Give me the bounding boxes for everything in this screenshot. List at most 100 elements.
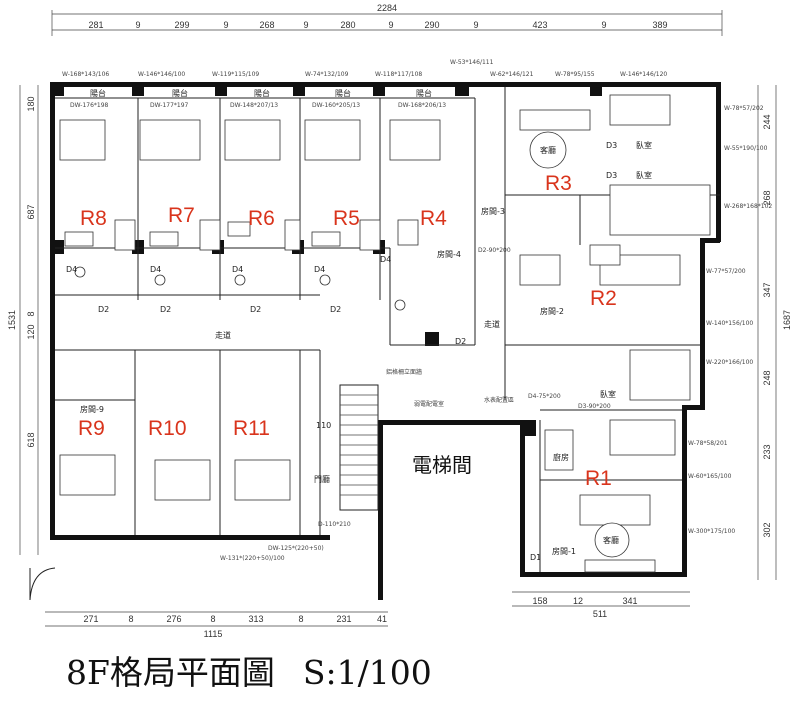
window-code: W-146*146/100 [138, 71, 185, 78]
door-code: D3 [606, 141, 617, 150]
dim-right: 233 [762, 444, 772, 459]
room-label-r5: R5 [333, 207, 360, 230]
balcony-door-codes: DW-176*198 DW-177*197 DW-148*207/13 DW-1… [70, 102, 446, 109]
electrical-room-label: 弱電配電室 [414, 400, 444, 408]
room-label-r8: R8 [80, 207, 107, 230]
window-code: W-62*146/121 [490, 71, 534, 78]
window-code: W-74*132/109 [305, 71, 349, 78]
dim-top: 423 [532, 20, 547, 30]
door-code: DW-177*197 [150, 102, 189, 109]
door-code: D2 [160, 305, 171, 314]
door-code: DW-125*(220+50) [268, 545, 324, 552]
dim-top: 280 [340, 20, 355, 30]
dim-top: 9 [473, 20, 478, 30]
dim-bottom: 8 [298, 614, 303, 624]
dim-bottom: 313 [248, 614, 263, 624]
door-code: D1 [530, 553, 541, 562]
room-label-r1: R1 [585, 467, 612, 490]
dim-top: 290 [424, 20, 439, 30]
window-code: W-118*117/108 [375, 71, 422, 78]
balcony-label: 陽台 [416, 88, 432, 98]
space-labels: 走道 走道 電梯間 門廳 房間-3 房間-4 房間-2 房間-9 房間-1 臥室… [80, 140, 652, 556]
dim-top: 281 [88, 20, 103, 30]
door-code: D2 [455, 337, 466, 346]
window-code: W-78*58/201 [688, 440, 728, 447]
dim-bottom-total: 1115 [204, 629, 223, 639]
window-codes-top: W-168*143/106 W-146*146/100 W-119*115/10… [62, 59, 667, 78]
door-code: DW-168*206/13 [398, 102, 446, 109]
dim-bottom: 271 [83, 614, 98, 624]
dim-left: 687 [26, 204, 36, 219]
plan-title-block: 8F格局平面圖 S:1/100 [66, 646, 460, 694]
balcony-label: 陽台 [90, 88, 106, 98]
dim-right: 268 [762, 190, 772, 205]
bedroom-label: 臥室 [600, 389, 616, 399]
left-dimensions: 1531 180 687 120 8 618 [7, 85, 39, 555]
dim-bottom-right: 341 [622, 596, 637, 606]
window-code: W-78*57/202 [724, 105, 764, 112]
dim-bottom: 8 [210, 614, 215, 624]
door-code: D2-90*200 [478, 247, 511, 254]
room-label-r2: R2 [590, 287, 617, 310]
dim-left-total: 1531 [7, 310, 17, 330]
door-code: D-110*210 [318, 521, 351, 528]
window-code: W-78*95/155 [555, 71, 595, 78]
dim-bottom-right: 158 [532, 596, 547, 606]
room-label-r10: R10 [148, 417, 187, 440]
door-code: D2 [330, 305, 341, 314]
room-labels: R8 R7 R6 R5 R4 R3 R2 R9 R10 R11 R1 [78, 172, 617, 490]
dim-bottom-right-total: 511 [593, 609, 607, 619]
dim-top: 9 [388, 20, 393, 30]
plan-title: 8F格局平面圖 [66, 653, 275, 692]
window-code: W-140*156/100 [706, 320, 753, 327]
door-code: D4 [232, 265, 243, 274]
door-codes: D4 D4 D4 D4 D4 D2 D2 D2 D2 D2 D3 D3 D1 D… [66, 141, 617, 562]
door-code: DW-160*205/13 [312, 102, 360, 109]
window-code: W-60*165/100 [688, 473, 732, 480]
dim-bottom: 276 [166, 614, 181, 624]
door-code: D4 [380, 255, 391, 264]
bedroom-label: 臥室 [636, 170, 652, 180]
window-codes-right: W-78*57/202 W-55*190/100 W-268*168*102 W… [688, 105, 772, 535]
room-4-label: 房間-4 [437, 249, 461, 259]
dim-right-total: 1687 [782, 310, 792, 330]
room-label-r9: R9 [78, 417, 105, 440]
screen-wall-label: 鋁格柵立面牆 [386, 368, 422, 376]
room-label-r6: R6 [248, 207, 275, 230]
dim-left: 8 [26, 311, 36, 316]
door-code: D3 [606, 171, 617, 180]
room-9-label: 房間-9 [80, 404, 104, 414]
balcony-labels: 陽台 陽台 陽台 陽台 陽台 [90, 88, 432, 98]
kitchen-label: 廚房 [553, 452, 569, 462]
dim-bottom: 8 [128, 614, 133, 624]
bedroom-label: 臥室 [636, 140, 652, 150]
dim-left: 618 [26, 432, 36, 447]
door-code: D4 [314, 265, 325, 274]
window-code: W-53*146/111 [450, 59, 494, 66]
dim-top: 9 [223, 20, 228, 30]
dim-right: 248 [762, 370, 772, 385]
room-label-r11: R11 [233, 417, 270, 440]
dim-top: 9 [303, 20, 308, 30]
window-code: W-119*115/109 [212, 71, 259, 78]
window-code: W-220*166/100 [706, 359, 753, 366]
partitions [55, 87, 720, 572]
living-room-label: 客廳 [540, 145, 556, 155]
room-label-r7: R7 [168, 204, 195, 227]
dim-right: 347 [762, 282, 772, 297]
walls [50, 82, 721, 600]
balcony-label: 陽台 [335, 88, 351, 98]
dim-top: 268 [259, 20, 274, 30]
balcony-label: 陽台 [172, 88, 188, 98]
dim-bottom-right: 12 [573, 596, 583, 606]
window-code: W-131*(220+50)/100 [220, 555, 285, 562]
window-code: W-146*146/120 [620, 71, 667, 78]
plan-scale: S:1/100 [302, 653, 432, 692]
door-code: D4 [150, 265, 161, 274]
room-label-r3: R3 [545, 172, 572, 195]
window-code: W-55*190/100 [724, 145, 768, 152]
room-1-label: 房間-1 [552, 546, 576, 556]
entrance-label: 門廳 [314, 474, 330, 484]
room-2-label: 房間-2 [540, 306, 564, 316]
